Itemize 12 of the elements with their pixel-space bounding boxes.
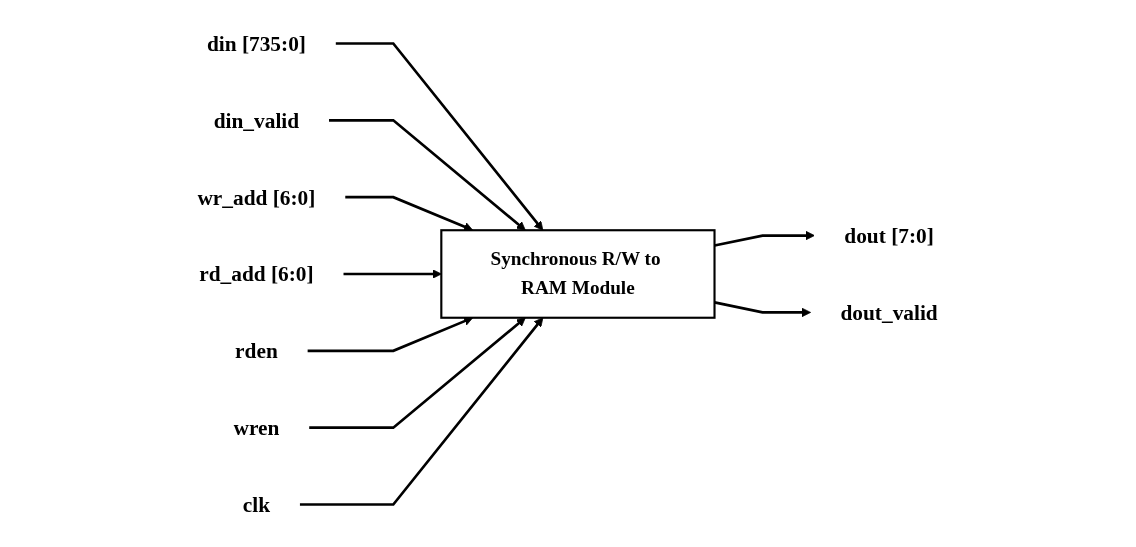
node-text: rd_add [6:0] (199, 261, 315, 286)
arrow (714, 300, 812, 317)
arrow (714, 230, 816, 247)
node-text: dout [7:0] (844, 223, 935, 247)
node-text: wr_add [6:0] (197, 184, 316, 209)
node-text: dout_valid (840, 300, 939, 324)
node-text: din_valid (214, 108, 300, 132)
node-box: Synchronous R/W to RAM Module (440, 228, 716, 319)
node-text: din [735:0] (207, 31, 307, 55)
node-text: wren (233, 415, 280, 439)
node-text: rden (235, 338, 279, 363)
node-text: clk (243, 492, 271, 516)
